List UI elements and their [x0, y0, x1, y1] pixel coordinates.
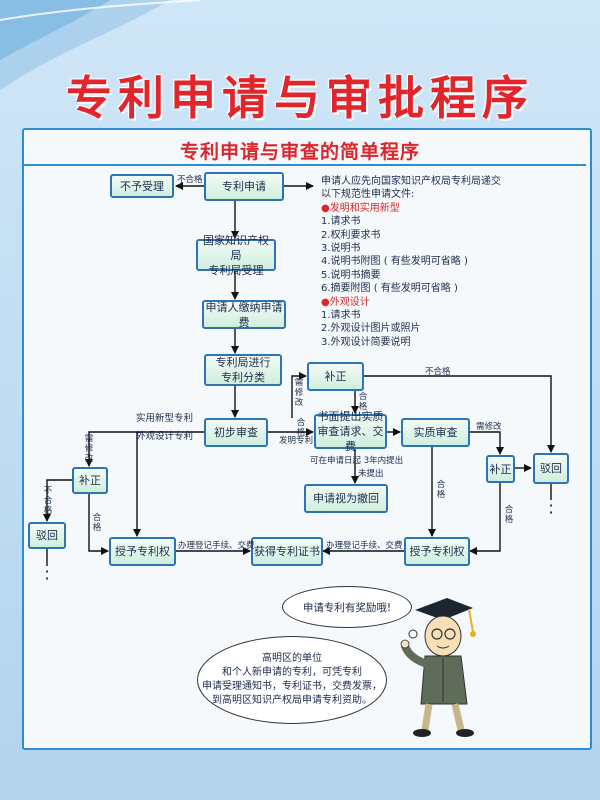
reject-left-box: 驳回 — [28, 522, 66, 549]
bullet-dot-icon: ● — [321, 296, 330, 308]
info-line1: 高明区的单位 — [262, 653, 322, 664]
not-filed-label: 未提出 — [358, 469, 384, 479]
pass-sub-label: 合格 — [436, 480, 446, 500]
req-item: 6.摘要附图 ( 有些发明可省略 ) — [321, 283, 458, 295]
apply-box: 专利申请 — [204, 172, 284, 201]
fee-box: 申请人缴纳申请费 — [202, 300, 286, 329]
req-item: 1.请求书 — [321, 310, 361, 322]
req-item: 2.权利要求书 — [321, 229, 381, 241]
certificate-box: 获得专利证书 — [251, 537, 323, 566]
pass-right-label: 合格 — [504, 505, 514, 525]
req-item: 1.请求书 — [321, 216, 361, 228]
req-item: 4.说明书附图 ( 有些发明可省略 ) — [321, 256, 468, 268]
within-years-label: 可在申请日起 3年内提出 — [310, 456, 404, 466]
request-line1: 书面提出实质 — [317, 410, 384, 423]
reject-box: 不予受理 — [110, 174, 174, 198]
req-item: 2.外观设计图片或照片 — [321, 323, 421, 335]
classify-line2: 专利分类 — [221, 371, 265, 384]
register-left-label: 办理登记手续、交费 — [178, 541, 255, 551]
req-design-title: 外观设计 — [329, 296, 370, 308]
accept-box: 国家知识产权局 专利局受理 — [196, 234, 276, 277]
grant-right-box: 授予专利权 — [404, 537, 470, 566]
reward-speech-bubble: 申请专利有奖励哦! — [282, 586, 412, 628]
decorative-waves — [0, 0, 201, 90]
fail-reject-label: 不合格 — [177, 175, 203, 185]
request-exam-box: 书面提出实质 审查请求、交费 — [314, 410, 387, 453]
invention-label: 发明专利 — [279, 436, 314, 446]
info-line2: 和个人新申请的专利，可凭专利 — [222, 667, 362, 678]
req-invention-title: 发明和实用新型 — [329, 202, 400, 214]
page-title: 专利申请与审批程序 — [66, 71, 534, 125]
continuation-dots-right: ·· — [548, 496, 554, 522]
grant-left-box: 授予专利权 — [109, 537, 176, 566]
withdrawn-box: 申请视为撤回 — [304, 484, 388, 513]
continuation-dots-left: ·· — [44, 562, 50, 588]
req-intro-line1: 申请人应先向国家知识产权局专利局递交 — [321, 176, 501, 187]
design-label: 外观设计专利 — [136, 431, 194, 442]
req-item: 5.说明书摘要 — [321, 269, 381, 281]
fail-left-label: 不合格 — [43, 486, 53, 516]
pass-left-label: 合格 — [92, 513, 102, 533]
req-item: 3.说明书 — [321, 243, 361, 255]
flowchart-subtitle: 专利申请与审查的简单程序 — [179, 141, 420, 163]
need-fix-top-label: 需修改 — [294, 378, 304, 408]
req-invention-category: ●发明和实用新型 — [321, 202, 501, 215]
need-fix-left-label: 需修改 — [84, 434, 94, 464]
info-line4: 到高明区知识产权局申请专利资助。 — [212, 695, 372, 706]
reject-right-box: 驳回 — [533, 453, 569, 484]
accept-line1: 国家知识产权局 — [203, 233, 269, 262]
info-line3: 申请受理通知书，专利证书，交费发票， — [202, 681, 382, 692]
prelim-review-box: 初步审查 — [204, 418, 268, 447]
requirements-list: 申请人应先向国家知识产权局专利局递交 以下规范性申请文件: ●发明和实用新型 1… — [321, 175, 501, 349]
pass-top-label: 合格 — [358, 392, 368, 412]
classify-line1: 专利局进行 — [215, 356, 271, 369]
correct-left-box: 补正 — [72, 467, 108, 494]
utility-label: 实用新型专利 — [136, 413, 194, 424]
title-divider — [24, 164, 586, 166]
pass-prelim-label: 合格 — [296, 418, 306, 438]
req-item: 3.外观设计简要说明 — [321, 336, 411, 348]
classify-box: 专利局进行 专利分类 — [204, 354, 282, 386]
accept-line2: 专利局受理 — [208, 263, 264, 277]
substantive-review-box: 实质审查 — [401, 418, 470, 447]
register-right-label: 办理登记手续、交费 — [326, 541, 403, 551]
req-design-category: ●外观设计 — [321, 296, 501, 309]
fail-top-label: 不合格 — [425, 367, 451, 377]
bullet-dot-icon: ● — [321, 202, 330, 214]
need-fix-right-label: 需修改 — [476, 422, 502, 432]
req-intro-line2: 以下规范性申请文件: — [321, 189, 415, 201]
branch-utility-design-label: 实用新型专利 外观设计专利 — [136, 413, 193, 443]
correct-right-box: 补正 — [486, 455, 515, 483]
correct-top-box: 补正 — [307, 362, 364, 391]
cartoon-scholar-icon — [400, 598, 476, 737]
request-line2: 审查请求、交费 — [317, 425, 384, 453]
info-speech-bubble: 高明区的单位 和个人新申请的专利，可凭专利 申请受理通知书，专利证书，交费发票，… — [197, 636, 387, 724]
